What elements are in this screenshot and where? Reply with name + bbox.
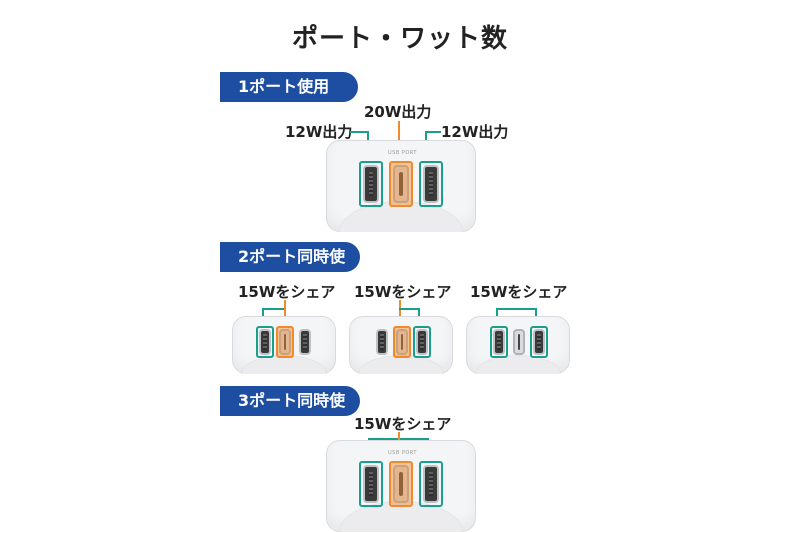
usb-c-port	[393, 465, 409, 503]
section-2-heading: 2ポート同時使用	[220, 242, 360, 296]
usb-a-port	[376, 329, 388, 355]
usb-a-port	[533, 329, 545, 355]
leader-line	[399, 308, 419, 310]
highlight-green	[359, 461, 383, 507]
highlight-orange	[276, 326, 294, 358]
usb-a-port	[363, 165, 379, 203]
highlight-orange	[393, 326, 411, 358]
highlight-orange	[389, 161, 413, 207]
leader-line	[399, 300, 401, 326]
highlight-green	[256, 326, 274, 358]
usb-a-port	[416, 329, 428, 355]
leader-line	[496, 308, 536, 310]
highlight-green	[419, 461, 443, 507]
highlight-green	[359, 161, 383, 207]
usb-a-port	[363, 465, 379, 503]
usb-c-port	[396, 329, 408, 355]
charger-device-2b	[349, 316, 453, 374]
highlight-green	[530, 326, 548, 358]
usb-a-port	[493, 329, 505, 355]
leader-line	[350, 131, 368, 133]
section-1-heading: 1ポート使用	[220, 72, 358, 102]
usb-a-port	[423, 465, 439, 503]
page-title: ポート・ワット数	[291, 24, 508, 54]
label-share-c: 15Wをシェア	[470, 283, 568, 301]
highlight-green	[413, 326, 431, 358]
device-base	[475, 355, 561, 374]
usb-a-port	[423, 165, 439, 203]
usb-c-port	[393, 165, 409, 203]
highlight-orange	[389, 461, 413, 507]
charger-device-2c	[466, 316, 570, 374]
charger-device-1: USB PORT	[326, 140, 476, 232]
leader-line	[262, 308, 286, 310]
label-left-port-1: 12W出力	[441, 123, 509, 141]
label-center-port-1: 20W出力	[364, 103, 432, 121]
label-share-b: 15Wをシェア	[354, 283, 452, 301]
charger-device-2a	[232, 316, 336, 374]
highlight-green	[419, 161, 443, 207]
label-share-a: 15Wをシェア	[238, 283, 336, 301]
highlight-green	[490, 326, 508, 358]
usb-c-port	[279, 329, 291, 355]
leader-line	[425, 131, 441, 133]
label-share-three: 15Wをシェア	[354, 415, 452, 433]
usb-port-label: USB PORT	[388, 150, 417, 156]
usb-c-port	[513, 329, 525, 355]
label-right-port-1: 12W出力	[285, 123, 353, 141]
section-3-heading: 3ポート同時使用	[220, 386, 360, 440]
leader-line	[284, 300, 286, 326]
charger-device-3: USB PORT	[326, 440, 476, 532]
usb-a-port	[299, 329, 311, 355]
usb-a-port	[259, 329, 271, 355]
usb-port-label: USB PORT	[388, 450, 417, 456]
